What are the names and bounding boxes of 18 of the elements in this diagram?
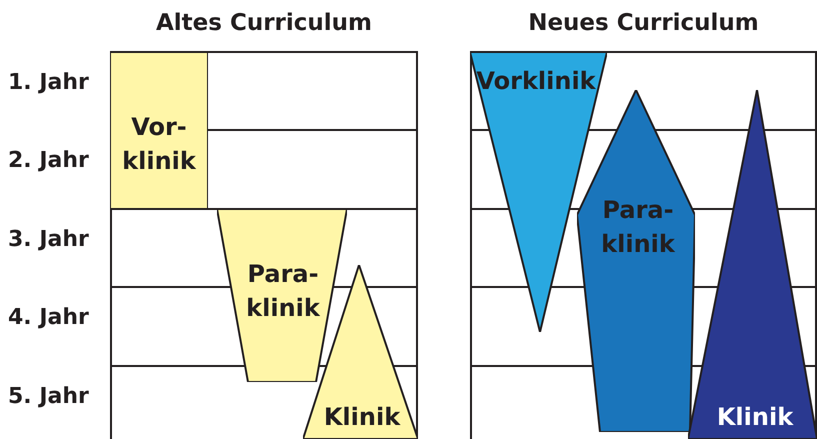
- phase-shape: [110, 52, 208, 209]
- phase-shape: [217, 209, 347, 382]
- curriculum-panel: [110, 10, 418, 439]
- curriculum-panel: [470, 10, 817, 439]
- phase-shape: [688, 90, 817, 439]
- year-label: 4. Jahr: [8, 305, 89, 330]
- year-label: 5. Jahr: [8, 384, 89, 409]
- panel-heading: Neues Curriculum: [527, 10, 760, 36]
- year-label: 1. Jahr: [8, 70, 89, 95]
- year-label: 3. Jahr: [8, 227, 89, 252]
- phase-label: Para- klinik: [245, 259, 322, 324]
- phase-label: Vor- klinik: [121, 112, 198, 177]
- phase-shape: [577, 90, 695, 432]
- phase-label: Klinik: [716, 402, 794, 433]
- phase-label: Klinik: [322, 402, 402, 433]
- year-label: 2. Jahr: [8, 148, 89, 173]
- phase-label: Para- klinik: [600, 195, 676, 260]
- panel-heading: Altes Curriculum: [154, 10, 374, 36]
